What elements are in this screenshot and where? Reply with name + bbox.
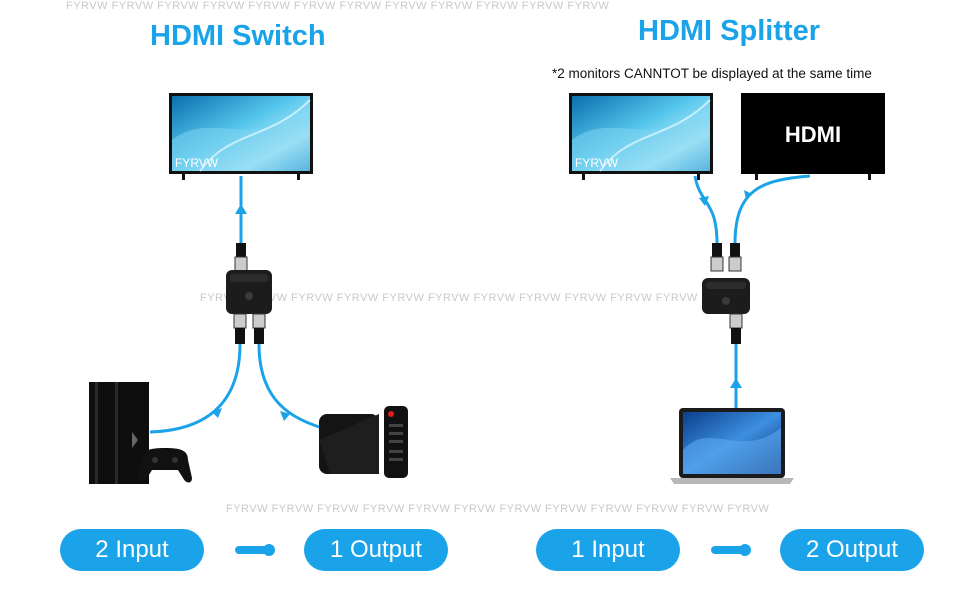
left-input-cable-2 <box>257 343 331 432</box>
splitter-direction-indicator <box>711 544 751 556</box>
right-bottom-connector <box>729 313 743 344</box>
left-top-connector <box>234 243 248 272</box>
right-tv-label: FYRVW <box>575 156 619 170</box>
left-bottom-connectors <box>233 313 266 344</box>
game-console-icon <box>89 382 149 484</box>
arrow-icon <box>280 411 290 421</box>
watermark-bottom: FYRVW FYRVW FYRVW FYRVW FYRVW FYRVW FYRV… <box>226 503 770 515</box>
hdmi-monitor-text: HDMI <box>785 122 841 147</box>
left-input-cable-1 <box>149 343 242 434</box>
left-tv <box>169 93 313 180</box>
right-output-cable-2 <box>733 174 811 245</box>
right-output-cable-1 <box>693 175 719 245</box>
arrow-icon <box>212 408 222 418</box>
tv-box-icon <box>319 414 379 474</box>
splitter-output-badge: 2 Output <box>780 529 924 571</box>
remote-icon <box>384 406 408 478</box>
arrow-icon <box>744 190 752 200</box>
right-top-connectors <box>710 243 742 272</box>
hdmi-switch-device <box>226 270 272 314</box>
watermark-middle: FYRVW FYRVW FYRVW FYRVW FYRVW FYRVW FYRV… <box>200 292 744 304</box>
hdmi-splitter-title: HDMI Splitter <box>638 15 821 47</box>
switch-direction-indicator <box>235 544 275 556</box>
switch-output-badge: 1 Output <box>304 529 448 571</box>
watermark-top: FYRVW FYRVW FYRVW FYRVW FYRVW FYRVW FYRV… <box>66 0 610 12</box>
left-tv-label: FYRVW <box>175 156 219 170</box>
hdmi-monitor <box>741 93 885 180</box>
arrow-up-icon <box>235 204 247 214</box>
right-tv <box>569 93 713 180</box>
splitter-note: *2 monitors CANNTOT be displayed at the … <box>552 66 872 81</box>
hdmi-splitter-device <box>702 278 750 314</box>
splitter-input-badge: 1 Input <box>536 529 680 571</box>
arrow-up-icon <box>730 378 742 388</box>
laptop-icon <box>670 408 794 484</box>
gamepad-icon <box>138 448 192 483</box>
switch-input-badge: 2 Input <box>60 529 204 571</box>
arrow-icon <box>699 196 709 206</box>
hdmi-switch-title: HDMI Switch <box>150 20 326 52</box>
